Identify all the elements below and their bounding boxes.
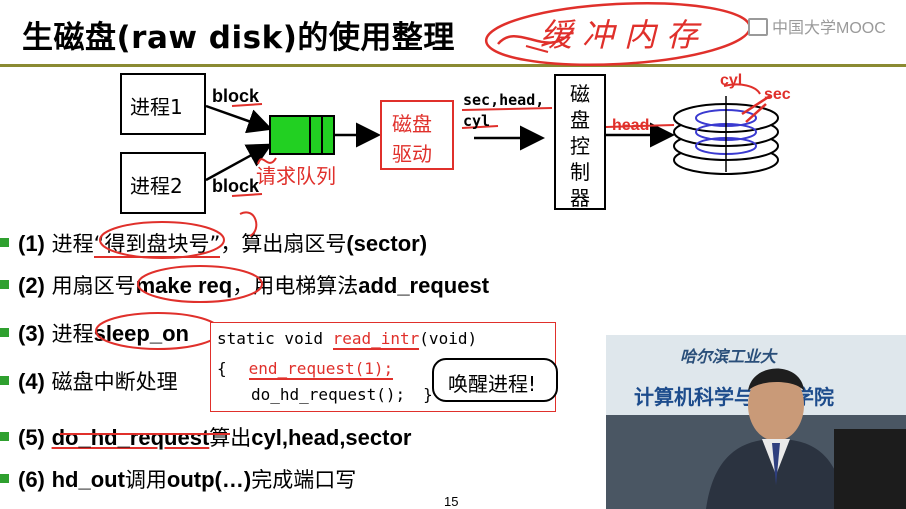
controller-char-3: 控 xyxy=(570,134,590,158)
step-3: (3) 进程sleep_on xyxy=(0,318,189,348)
code-end-request: end_request(1); xyxy=(248,359,394,380)
code-close-brace: } xyxy=(423,385,433,404)
disk-controller-box: 磁 盘 控 制 器 xyxy=(554,74,606,210)
step-2-pre: 用扇区号 xyxy=(51,274,136,298)
mooc-watermark: 中国大学MOOC xyxy=(748,14,886,38)
bullet-icon xyxy=(0,474,9,483)
step-5-post: 算出 xyxy=(209,426,252,450)
bullet-icon xyxy=(0,328,9,337)
process2-box: 进程2 xyxy=(120,152,206,214)
controller-char-1: 磁 xyxy=(570,82,590,106)
block-label-top: block xyxy=(212,86,260,106)
code-params: (void) xyxy=(419,329,478,348)
code-do-hd-request: do_hd_request(); xyxy=(251,385,406,404)
page-title: 生磁盘(raw disk)的使用整理 xyxy=(22,20,455,56)
head-label: head xyxy=(612,117,650,134)
sec-label: sec xyxy=(764,86,791,103)
step-5-bold: do_hd_request xyxy=(51,425,210,450)
step-4-num: (4) xyxy=(18,369,45,394)
step-6-post2: 完成端口写 xyxy=(251,468,357,492)
params-line1: sec,head, xyxy=(463,91,545,109)
callout-text: 唤醒进程! xyxy=(448,372,537,396)
step-3-pre: 进程 xyxy=(51,322,94,346)
bullet-icon xyxy=(0,238,9,247)
bullet-icon xyxy=(0,432,9,441)
step-2-num: (2) xyxy=(18,273,45,298)
disk-icon xyxy=(673,83,779,175)
bullet-icon xyxy=(0,280,9,289)
code-line-3: do_hd_request();} xyxy=(251,385,433,404)
step-1: (1) 进程“得到盘块号”，算出扇区号(sector) xyxy=(0,228,428,258)
title-divider xyxy=(0,64,906,67)
wake-process-callout: 唤醒进程! xyxy=(432,358,558,402)
process2-label: 进程2 xyxy=(130,174,183,198)
queue-label: 请求队列 xyxy=(256,164,336,188)
step-6-bold: hd_out xyxy=(51,467,125,492)
step-1-num: (1) xyxy=(18,231,45,256)
page-number: 15 xyxy=(444,494,459,509)
bullet-icon xyxy=(0,376,9,385)
step-6: (6) hd_out调用outp(…)完成端口写 xyxy=(0,464,357,494)
step-5: (5) do_hd_request算出cyl,head,sector xyxy=(0,422,412,452)
mooc-label: 中国大学MOOC xyxy=(772,20,886,37)
process1-label: 进程1 xyxy=(130,95,183,119)
params-line2: cyl xyxy=(463,112,491,130)
handwriting-text: 缓冲内存 xyxy=(540,16,709,54)
controller-char-5: 器 xyxy=(570,186,590,210)
step-1-pre: 进程 xyxy=(51,232,94,256)
step-5-num: (5) xyxy=(18,425,45,450)
step-2-bold2: add_request xyxy=(358,273,490,298)
step-2-bold1: make req xyxy=(135,273,233,298)
block-label-bottom: block xyxy=(212,176,260,196)
code-line-2: { end_request(1); xyxy=(217,359,394,380)
code-function-name: read_intr xyxy=(332,329,420,350)
code-line-1: static void read_intr(void) xyxy=(217,329,478,350)
disk-driver-box: 磁盘 驱动 xyxy=(380,100,454,170)
step-1-post: ，算出扇区号 xyxy=(220,232,347,256)
controller-char-4: 制 xyxy=(570,160,590,184)
step-5-bold2: cyl,head,sector xyxy=(251,425,412,450)
step-6-num: (6) xyxy=(18,467,45,492)
code-keyword: static void xyxy=(217,329,333,348)
step-4-pre: 磁盘中断处理 xyxy=(51,370,178,394)
step-1-bold: (sector) xyxy=(346,231,428,256)
step-3-num: (3) xyxy=(18,321,45,346)
driver-line2: 驱动 xyxy=(392,142,432,166)
code-open-brace: { xyxy=(217,359,227,378)
mooc-logo-icon xyxy=(748,18,768,36)
driver-line1: 磁盘 xyxy=(392,112,432,136)
controller-char-2: 盘 xyxy=(570,108,590,132)
step-6-bold2: outp(…) xyxy=(166,467,252,492)
cyl-label: cyl xyxy=(720,72,743,89)
process1-box: 进程1 xyxy=(120,73,206,135)
diagram-arrows xyxy=(205,83,779,197)
handwriting-annotation xyxy=(484,2,748,66)
lecturer-video: 哈尔滨工业大 计算机科学与技术学院 xyxy=(606,335,906,509)
lecturer-figure xyxy=(606,368,906,509)
video-banner-line1: 哈尔滨工业大 xyxy=(680,347,777,366)
step-4: (4) 磁盘中断处理 xyxy=(0,366,178,396)
step-6-post: 调用 xyxy=(124,468,167,492)
highlight-marks xyxy=(60,211,263,435)
